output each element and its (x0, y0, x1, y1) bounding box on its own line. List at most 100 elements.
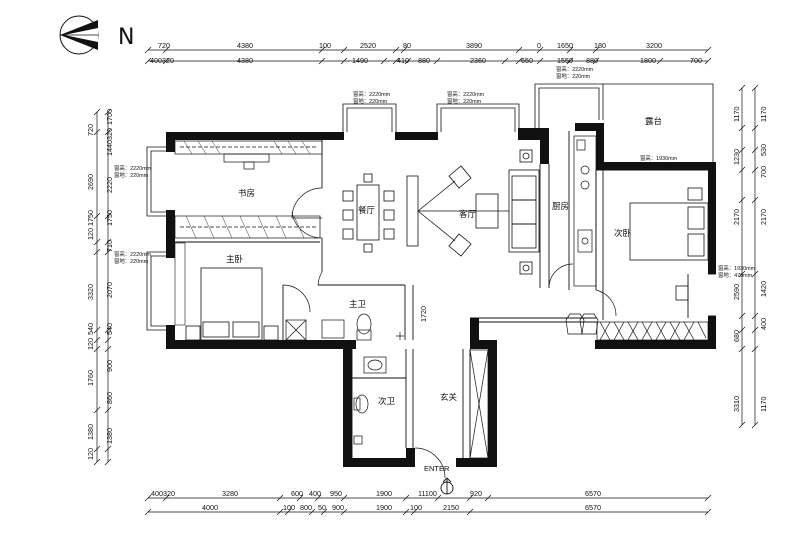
bottom-dim-2-2: 800 (300, 503, 312, 512)
dimension-tick (738, 196, 746, 204)
top-dim-1-0: 720 (158, 41, 170, 50)
window-note-bed2-b-1: 窗高：1930mm (718, 264, 756, 272)
dimension-tick (704, 57, 712, 65)
second-bath-fixtures (353, 356, 387, 445)
master-bath-fixtures (285, 313, 372, 341)
right-dim-i-5: 400 (759, 318, 768, 330)
dimension-tick (515, 57, 523, 65)
room-label-second-bedroom: 次卧 (614, 228, 632, 239)
top-dim-1-8: 180 (594, 41, 606, 50)
left-dimension-lines (93, 108, 112, 466)
dimension-tick (144, 57, 152, 65)
room-label-dining: 餐厅 (358, 206, 376, 216)
left-dim-o-2: 1750 (86, 210, 95, 226)
bottom-dim-2-7: 2150 (443, 503, 459, 512)
bottom-dim-1-1: 3280 (222, 489, 238, 498)
bottom-dim-1-6: 11100 (418, 489, 437, 498)
bath-dim-vertical: 1720 (419, 306, 428, 322)
dimension-tick (318, 46, 326, 54)
left-dim-o-7: 1760 (86, 370, 95, 386)
dimension-tick (751, 146, 759, 154)
left-dim-o-5: 540 (86, 323, 95, 335)
exterior-walls (166, 123, 716, 467)
top-dim-1-9: 3200 (646, 41, 662, 50)
right-dimension-lines (738, 84, 759, 429)
dimension-tick (296, 494, 304, 502)
dimension-tick (751, 84, 759, 92)
dimension-tick (751, 124, 759, 132)
entry-label: ENTER (424, 464, 450, 473)
living-furniture (406, 149, 540, 275)
left-dim-i-9: 1380 (105, 428, 114, 444)
right-dim-i-1: 530 (759, 144, 768, 156)
right-dim-i-3: 2170 (759, 209, 768, 225)
window-note-master-1: 窗高：2220mm (114, 250, 152, 258)
left-dim-o-3: 120 (86, 228, 95, 240)
dimension-tick (515, 46, 523, 54)
room-label-living: 客厅 (459, 209, 477, 220)
top-dim-2-9: 1800 (640, 56, 656, 65)
window-note-north-a-1: 窗高：2220mm (353, 90, 391, 98)
bottom-dim-2-8: 6570 (585, 503, 601, 512)
right-dim-o-4: 680 (732, 330, 741, 342)
top-dim-2-10: 700 (690, 56, 702, 65)
window-note-bed2-a-1: 窗高：1930mm (640, 154, 678, 162)
dimension-tick (751, 270, 759, 278)
top-dim-1-6: 0 (537, 41, 541, 50)
dimension-tick (466, 508, 474, 516)
master-bed (185, 267, 279, 341)
dimension-tick (566, 46, 574, 54)
right-dim-i-2: 700 (759, 166, 768, 178)
top-dim-1-2: 100 (319, 41, 331, 50)
master-wardrobe (174, 242, 186, 326)
dimension-tick (738, 124, 746, 132)
dimension-tick (162, 57, 170, 65)
dimension-tick (104, 336, 112, 344)
dimension-tick (93, 445, 101, 453)
dimension-tick (93, 128, 101, 136)
small-marker-icon (396, 332, 404, 340)
dimension-tick (751, 196, 759, 204)
window-note-terrace-1: 窗高：2220mm (556, 65, 594, 73)
dimension-tick (93, 326, 101, 334)
dimension-tick (104, 458, 112, 466)
right-dim-o-3: 2590 (732, 284, 741, 300)
dimension-tick (738, 421, 746, 429)
left-dim-i-8: 860 (105, 392, 114, 404)
right-dim-o-0: 1170 (732, 107, 741, 122)
top-dim-2-1: 4380 (237, 56, 253, 65)
top-dim-1-3: 2520 (360, 41, 376, 50)
dimension-tick (93, 458, 101, 466)
window-note-terrace-2: 窗地：220mm (556, 72, 591, 80)
right-dim-i-6: 1170 (759, 397, 768, 412)
bottom-dim-1-2: 600 (291, 489, 303, 498)
window-note-north-b-2: 窗地：220mm (447, 97, 482, 105)
bottom-dim-2-4: 900 (332, 503, 344, 512)
dimension-tick (276, 494, 284, 502)
dimension-tick (93, 336, 101, 344)
left-dim-i-2: 2220 (105, 177, 114, 193)
dimension-tick (104, 345, 112, 353)
window-note-bed2-b-2: 窗地：470mm (718, 271, 753, 279)
dimension-tick (104, 128, 112, 136)
room-label-second-bath: 次卫 (378, 396, 396, 407)
left-dim-o-6: 120 (86, 338, 95, 350)
plant-pots (565, 313, 599, 335)
dimension-tick (704, 494, 712, 502)
right-dim-i-4: 1420 (759, 281, 768, 297)
bottom-dim-2-1: 100 (283, 503, 295, 512)
dimension-tick (93, 212, 101, 220)
bottom-dim-1-4: 950 (330, 489, 342, 498)
dimension-tick (340, 508, 348, 516)
top-dim-2-0: 400320 (150, 56, 174, 65)
dimension-tick (536, 57, 544, 65)
dimension-tick (704, 46, 712, 54)
study-hatch (183, 140, 311, 239)
dimension-tick (400, 46, 408, 54)
dimension-tick (402, 508, 410, 516)
dimension-tick (104, 238, 112, 246)
dimension-tick (144, 508, 152, 516)
top-dim-2-7: 1550 (557, 56, 573, 65)
top-dim-2-5: 2360 (470, 56, 486, 65)
left-dim-o-4: 3320 (86, 284, 95, 300)
